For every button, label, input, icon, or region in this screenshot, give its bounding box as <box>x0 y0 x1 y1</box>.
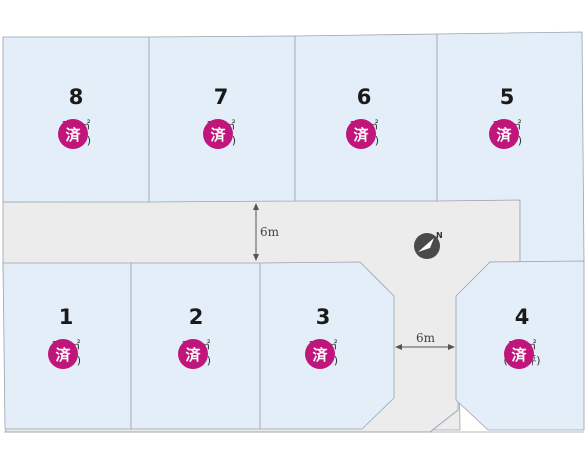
lot-number: 2 <box>189 305 204 329</box>
sold-badge <box>58 119 88 149</box>
sold-badge-label: 済 <box>312 346 328 364</box>
lot-label-3: 320 ㎡(6 坪)済 <box>305 305 338 369</box>
sold-badge-label: 済 <box>496 126 512 144</box>
sold-badge <box>504 339 534 369</box>
lot-label-5: 526 ㎡(8 坪)済 <box>489 85 522 149</box>
lot-number: 1 <box>59 305 74 329</box>
lot-label-7: 722 ㎡(7 坪)済 <box>203 85 236 149</box>
lot-6[interactable] <box>294 33 438 202</box>
lot-number: 5 <box>500 85 515 109</box>
sold-badge <box>346 119 376 149</box>
sold-badge-label: 済 <box>353 126 369 144</box>
road-width-dimension-vertical: 6m <box>253 203 280 261</box>
sold-badge <box>305 339 335 369</box>
lot-number: 4 <box>515 305 530 329</box>
compass-north-label: N <box>436 231 443 240</box>
lot-number: 6 <box>357 85 372 109</box>
lot-number: 3 <box>316 305 331 329</box>
lot-number: 8 <box>69 85 84 109</box>
sold-badge <box>489 119 519 149</box>
sold-badge-label: 済 <box>185 346 201 364</box>
road-width-dimension-horizontal: 6m <box>395 331 455 350</box>
lot-label-4: 419 ㎡(58 坪)済 <box>503 305 541 369</box>
lot-number: 7 <box>214 85 229 109</box>
sold-badge-label: 済 <box>210 126 226 144</box>
sold-badge <box>203 119 233 149</box>
sold-badge <box>178 339 208 369</box>
sold-badge <box>48 339 78 369</box>
lot-label-1: 120 ㎡(6 坪)済 <box>48 305 81 369</box>
lot-label-6: 622 ㎡(7 坪)済 <box>346 85 379 149</box>
compass-north-icon: N <box>414 231 443 259</box>
lot-label-2: 220 ㎡(6 坪)済 <box>178 305 211 369</box>
sold-badge-label: 済 <box>55 346 71 364</box>
road-width-label-2: 6m <box>416 331 436 345</box>
lot-label-8: 823 ㎡(7 坪)済 <box>58 85 91 149</box>
sold-badge-label: 済 <box>511 346 527 364</box>
sold-badge-label: 済 <box>65 126 81 144</box>
road-width-label: 6m <box>260 225 280 239</box>
